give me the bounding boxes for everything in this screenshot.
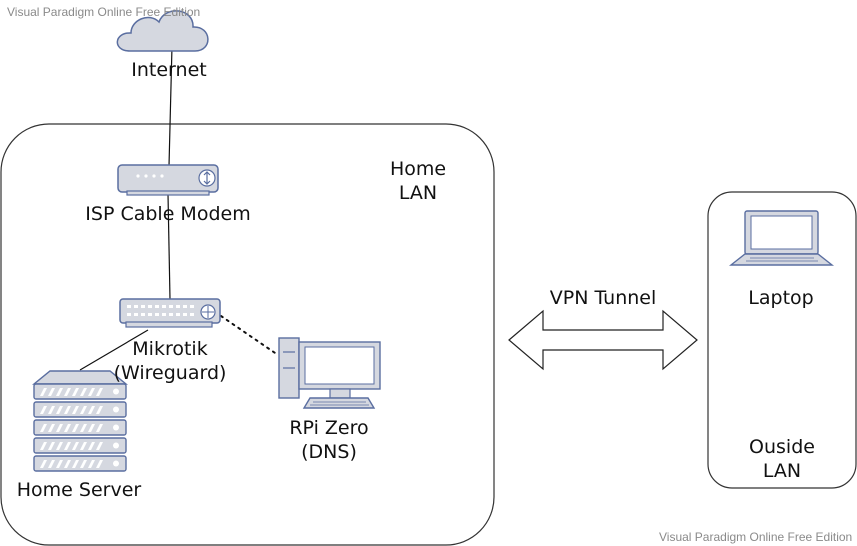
home-lan-line-2: LAN [398, 182, 438, 204]
modem-icon [117, 164, 219, 196]
double-arrow-icon [508, 309, 698, 371]
internet-modem-link [168, 45, 173, 167]
mikrotik-line-2: (Wireguard) [113, 362, 227, 384]
home-lan-label: Home LAN [368, 157, 468, 205]
desktop-computer-icon [278, 337, 381, 409]
server-rack-icon [32, 370, 128, 472]
outside-lan-line-2: LAN [762, 460, 802, 482]
watermark-top: Visual Paradigm Online Free Edition [7, 5, 201, 19]
outside-lan-container [707, 191, 857, 489]
router-switch-icon [119, 298, 221, 328]
outside-lan-line-1: Ouside [749, 436, 815, 458]
mikrotik-line-1: Mikrotik [132, 338, 208, 360]
home-server-label: Home Server [16, 479, 142, 501]
rpi-line-2: (DNS) [301, 441, 357, 463]
rpi-line-1: RPi Zero [289, 417, 369, 439]
home-lan-line-1: Home [389, 158, 447, 180]
watermark-bottom: Visual Paradigm Online Free Edition [659, 530, 853, 544]
vpn-tunnel-label: VPN Tunnel [549, 287, 657, 309]
mikrotik-label: Mikrotik (Wireguard) [100, 337, 240, 385]
laptop-label: Laptop [748, 287, 814, 309]
cloud-icon [116, 10, 209, 52]
isp-modem-label: ISP Cable Modem [85, 203, 251, 225]
mikrotik-rpi-link [220, 315, 279, 356]
laptop-icon [728, 210, 835, 266]
modem-mikrotik-link [167, 193, 171, 300]
rpi-label: RPi Zero (DNS) [269, 416, 389, 464]
outside-lan-label: Ouside LAN [732, 435, 832, 483]
internet-label: Internet [131, 59, 207, 81]
mikrotik-server-link [79, 329, 149, 371]
